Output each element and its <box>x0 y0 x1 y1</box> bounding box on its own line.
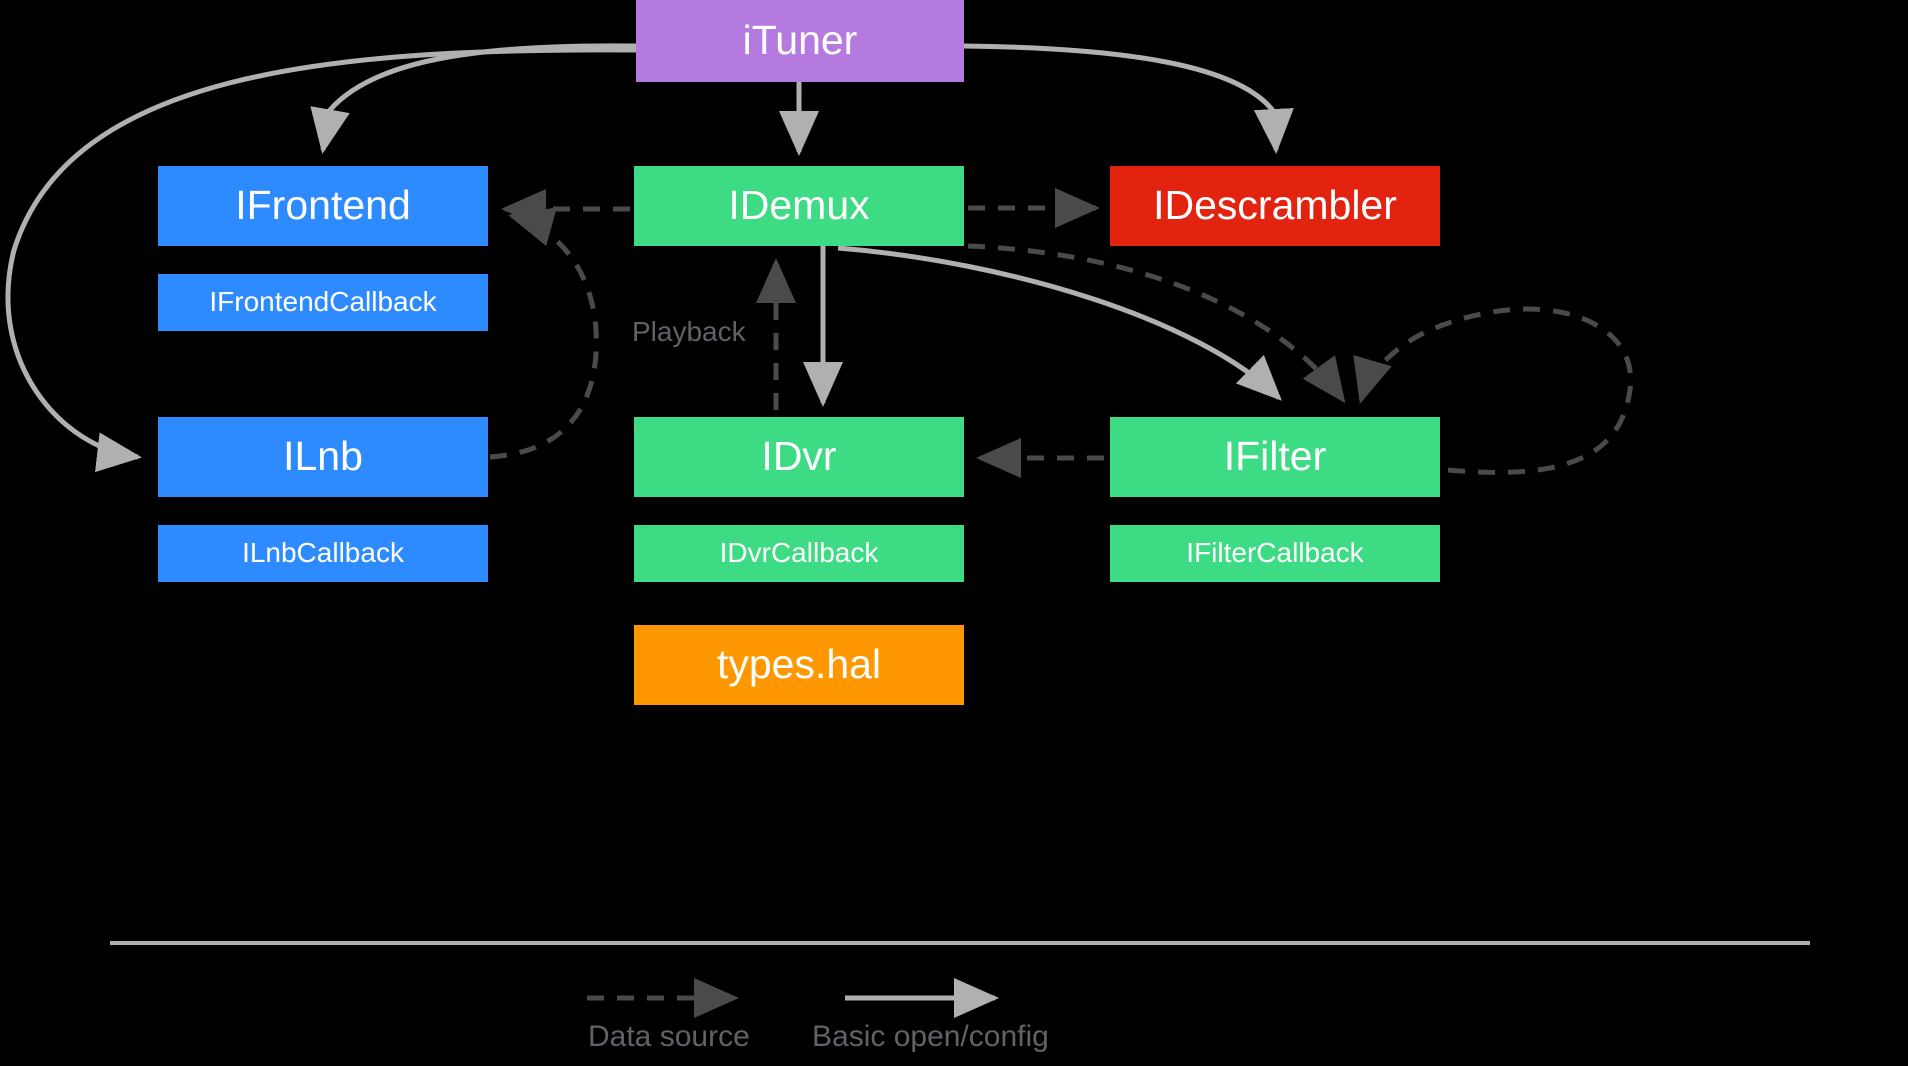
node-idemux-label: IDemux <box>728 182 870 229</box>
node-idvrcallback[interactable]: IDvrCallback <box>634 525 964 582</box>
legend-item-data-source: Data source <box>588 1020 750 1053</box>
edge-idemux-ifilter-solid <box>837 245 1282 401</box>
node-idescrambler-label: IDescrambler <box>1153 182 1397 229</box>
legend-item-basic-config: Basic open/config <box>812 1020 1049 1053</box>
node-ifiltercallback-label: IFilterCallback <box>1186 537 1364 569</box>
node-idemux[interactable]: IDemux <box>634 166 964 246</box>
node-idvr[interactable]: IDvr <box>634 417 964 497</box>
node-ilnb[interactable]: ILnb <box>158 417 488 497</box>
edge-ilnb-ifrontend <box>489 207 599 460</box>
edge-ituner-idescrambler <box>963 43 1294 154</box>
node-ilnbcallback[interactable]: ILnbCallback <box>158 525 488 582</box>
node-ilnbcallback-label: ILnbCallback <box>242 537 404 569</box>
node-idescrambler[interactable]: IDescrambler <box>1110 166 1440 246</box>
node-ifrontend[interactable]: IFrontend <box>158 166 488 246</box>
node-types-hal-label: types.hal <box>716 641 882 688</box>
edge-label-playback: Playback <box>632 316 746 347</box>
edge-ituner-ilnb <box>5 47 637 473</box>
node-ifilter[interactable]: IFilter <box>1110 417 1440 497</box>
node-ifiltercallback[interactable]: IFilterCallback <box>1110 525 1440 582</box>
node-idvrcallback-label: IDvrCallback <box>719 537 879 569</box>
edge-idemux-ifilter-dashed <box>967 243 1346 404</box>
edge-ituner-ifrontend <box>310 43 637 154</box>
node-ifrontendcallback[interactable]: IFrontendCallback <box>158 274 488 331</box>
node-idvr-label: IDvr <box>761 433 837 480</box>
node-ituner[interactable]: iTuner <box>636 0 964 82</box>
node-ifrontend-label: IFrontend <box>235 182 411 229</box>
solid-edges <box>5 43 1294 473</box>
node-types-hal[interactable]: types.hal <box>634 625 964 705</box>
node-ifilter-label: IFilter <box>1223 433 1327 480</box>
node-ifrontendcallback-label: IFrontendCallback <box>209 286 437 318</box>
node-ituner-label: iTuner <box>742 17 858 64</box>
node-ilnb-label: ILnb <box>283 433 363 480</box>
